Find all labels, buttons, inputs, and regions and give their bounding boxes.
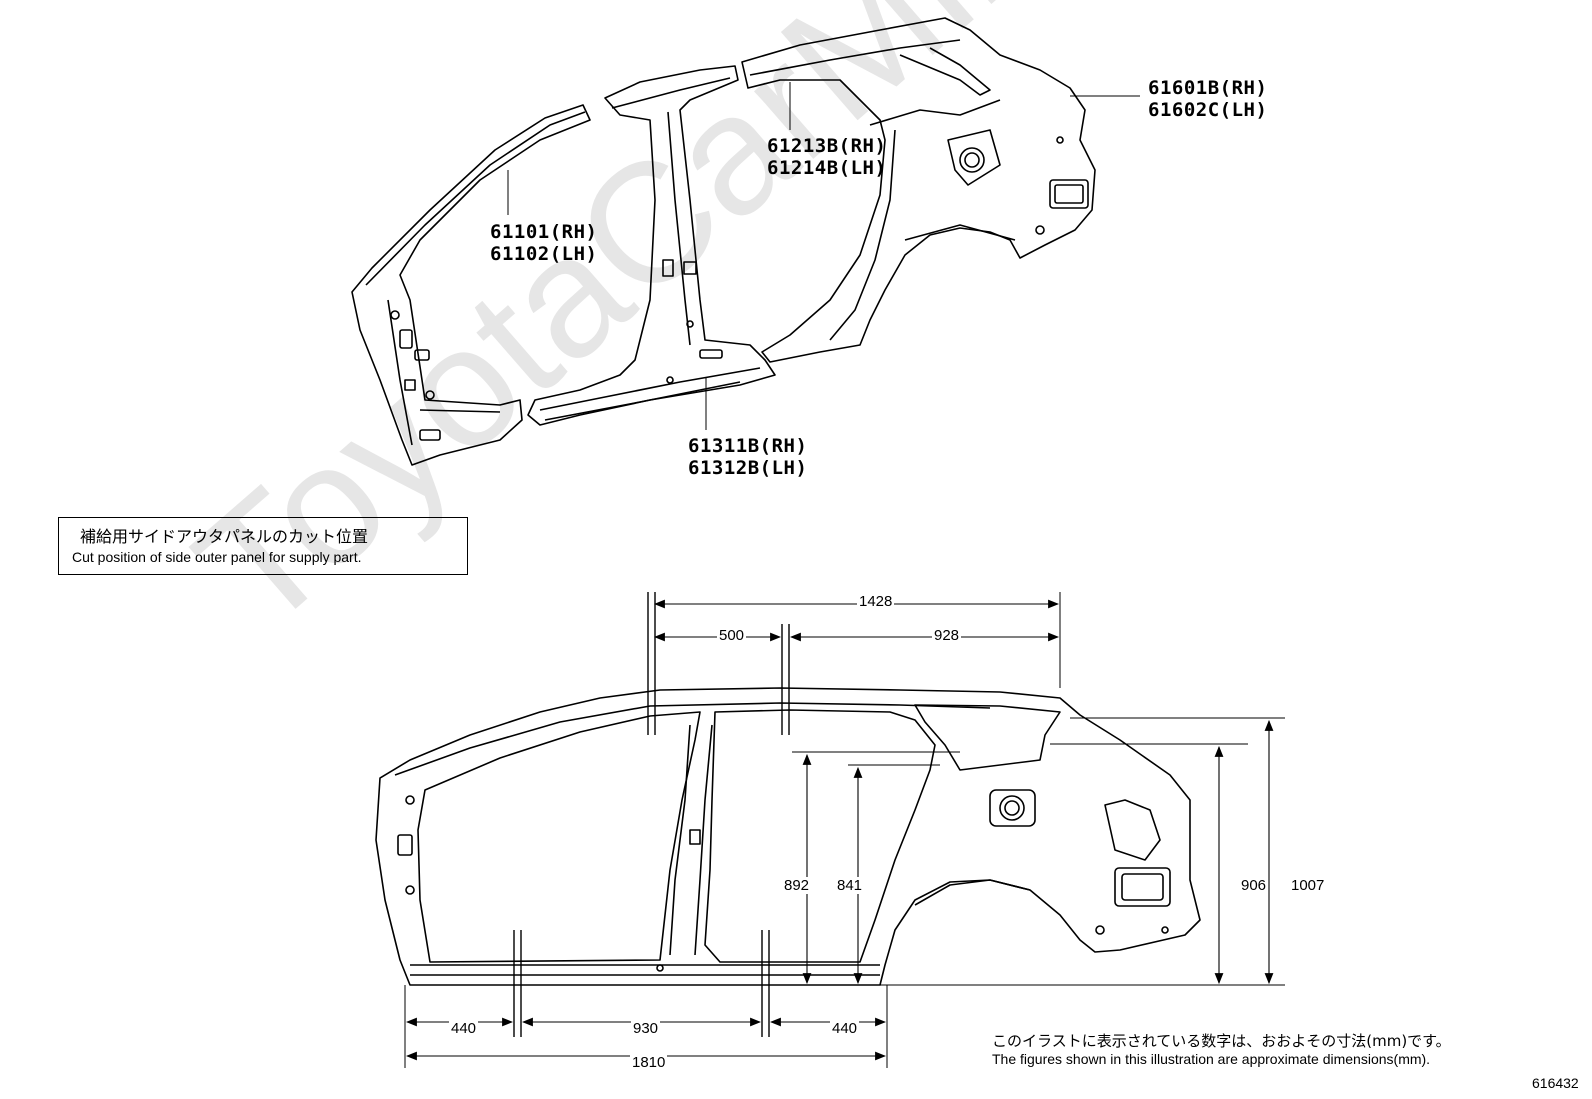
cut-position-note-en: Cut position of side outer panel for sup… [72,549,362,565]
cut-lines [513,592,790,1037]
rocker-panel-label-rh: 61311B(RH) [688,435,808,457]
dim-roof-rear: 928 [932,627,962,644]
quarter-panel-label-lh: 61602C(LH) [1148,99,1268,121]
dim-sill-mid: 930 [631,1020,661,1037]
front-pillar-label-rh: 61101(RH) [490,221,598,243]
front-pillar-label-lh: 61102(LH) [490,243,598,265]
dimension-arrows [405,599,1274,1061]
quarter-panel-label-rh: 61601B(RH) [1148,77,1268,99]
rocker-panel-label-lh: 61312B(LH) [688,457,808,479]
extension-lines [404,592,1285,1068]
assembled-side-panel [375,687,1201,986]
front-pillar-part [351,104,591,466]
roof-side-rail-label-lh: 61214B(LH) [767,157,887,179]
footnote-en: The figures shown in this illustration a… [992,1051,1431,1067]
center-pillar-rocker-part [527,65,776,426]
dim-sill-rear: 440 [830,1020,860,1037]
dim-height-841: 841 [835,877,865,894]
dim-height-1007: 1007 [1289,877,1327,894]
cut-position-note-box [58,517,468,575]
dim-height-892: 892 [782,877,812,894]
dim-height-906: 906 [1239,877,1269,894]
footnote-jp: このイラストに表示されている数字は、おおよその寸法(mm)です。 [992,1032,1451,1050]
illustration-code: 616432 [1532,1075,1579,1091]
dim-roof-total: 1428 [857,593,895,610]
dim-sill-total: 1810 [630,1054,668,1071]
quarter-panel-part [741,17,1096,363]
cut-position-note-jp: 補給用サイドアウタパネルのカット位置 [80,527,369,546]
roof-side-rail-label-rh: 61213B(RH) [767,135,887,157]
dim-roof-front: 500 [717,627,747,644]
dim-sill-front: 440 [449,1020,479,1037]
